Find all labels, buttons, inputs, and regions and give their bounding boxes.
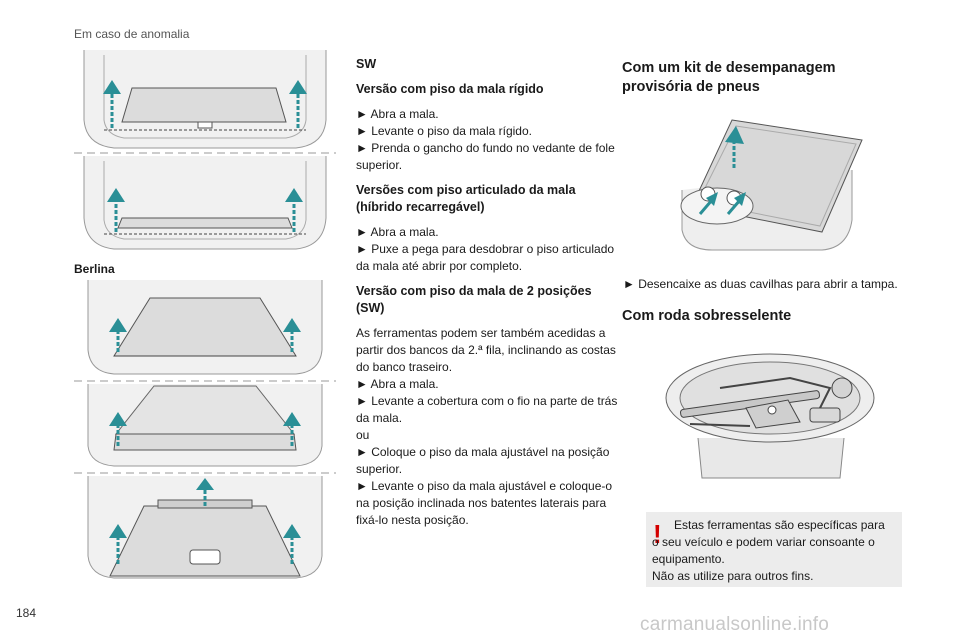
berlina-caption: Berlina	[74, 262, 115, 276]
step: ► Levante o piso da mala ajustável e col…	[356, 479, 613, 527]
step: ► Coloque o piso da mala ajustável na po…	[356, 445, 610, 476]
or-text: ou	[356, 428, 370, 442]
trunk-figure-sw-rigid	[83, 50, 327, 149]
dashed-separator	[74, 380, 336, 382]
section-title-rigid: Versão com piso da mala rígido	[356, 82, 544, 96]
step: ► Abra a mala.	[356, 225, 439, 239]
section-title-2-positions: Versão com piso da mala de 2 posições (S…	[356, 284, 592, 315]
kit-step: ► Desencaixe as duas cavilhas para abrir…	[623, 277, 898, 291]
warning-text: Estas ferramentas são específicas para o…	[652, 517, 894, 585]
repair-kit-illustration	[680, 119, 863, 251]
trunk-figure-hybrid	[83, 156, 327, 250]
intro-paragraph: As ferramentas podem ser também acedidas…	[356, 326, 616, 374]
warning-box: ! Estas ferramentas são específicas para…	[646, 512, 902, 587]
step: ► Abra a mala.	[356, 107, 439, 121]
middle-column: SW Versão com piso da mala rígido ► Abra…	[356, 56, 620, 529]
trunk-figure-berlina-2	[87, 384, 323, 467]
step: ► Levante a cobertura com o fio na parte…	[356, 394, 618, 425]
running-header: Em caso de anomalia	[74, 27, 190, 41]
spare-wheel-tools-illustration	[665, 353, 875, 479]
step: ► Levante o piso da mala rígido.	[356, 124, 532, 138]
step: ► Abra a mala.	[356, 377, 439, 391]
spare-wheel-heading: Com roda sobresselente	[622, 308, 792, 324]
kit-heading: Com um kit de desempanagem provisória de…	[622, 60, 836, 95]
dashed-separator	[74, 152, 336, 154]
site-watermark: carmanualsonline.info	[640, 614, 830, 635]
step: ► Puxe a pega para desdobrar o piso arti…	[356, 242, 615, 273]
page-number: 184	[16, 606, 37, 620]
warning-line-1: Estas ferramentas são específicas para o…	[652, 518, 885, 566]
step: ► Prenda o gancho do fundo no vedante de…	[356, 141, 615, 172]
sw-label: SW	[356, 57, 377, 71]
section-title-articulated: Versões com piso articulado da mala (híb…	[356, 183, 576, 214]
exclamation-icon: !	[653, 519, 662, 549]
warning-line-2: Não as utilize para outros fins.	[652, 569, 814, 583]
trunk-figure-berlina-1	[87, 280, 323, 375]
trunk-figure-berlina-3	[87, 476, 323, 579]
dashed-separator	[74, 472, 336, 474]
